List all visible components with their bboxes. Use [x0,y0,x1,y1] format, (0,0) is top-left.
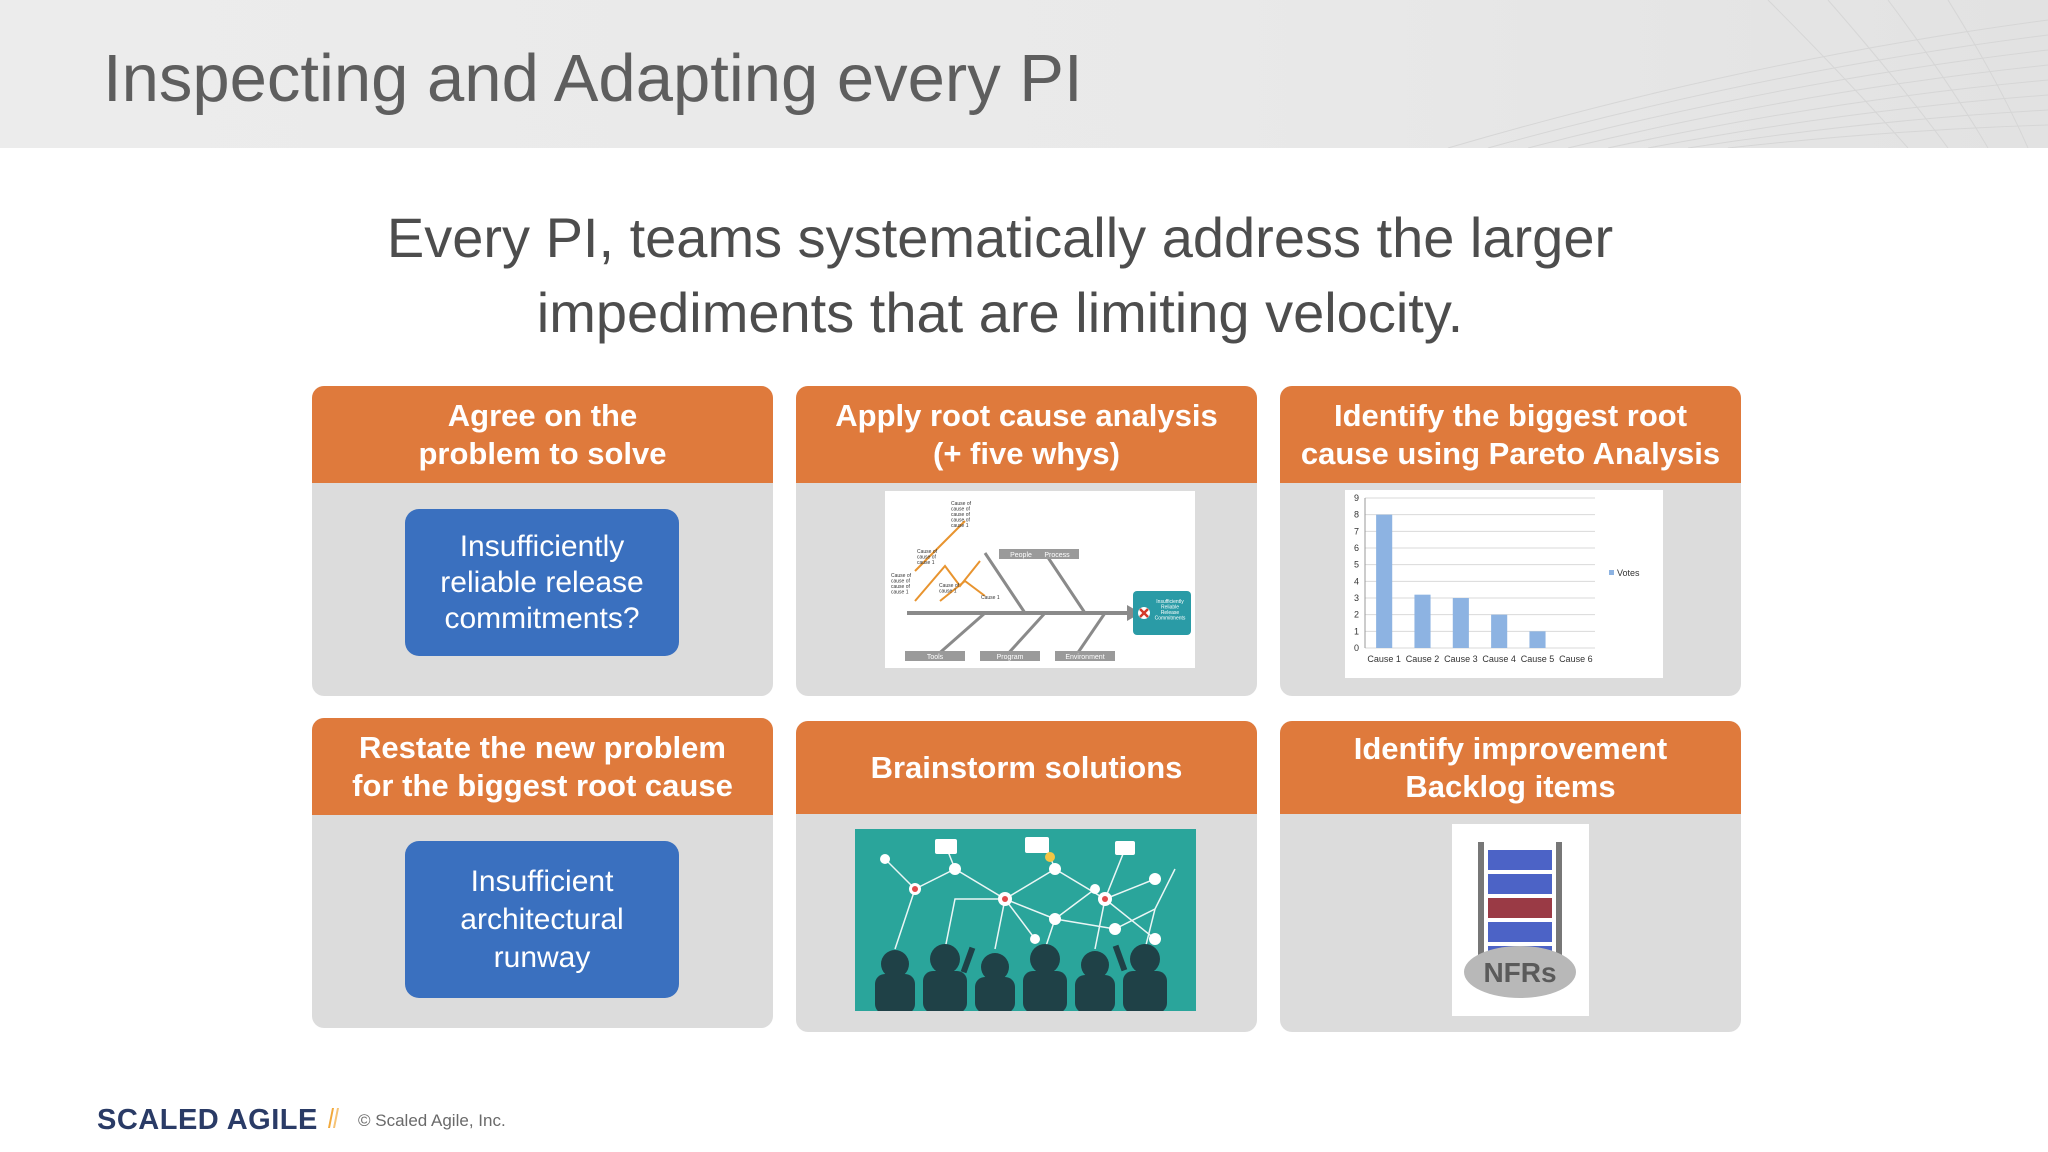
fishbone-cause-label: Cause 1 [981,595,1000,601]
fishbone-diagram: People Process Tools Program Environment… [885,491,1195,668]
y-tick-label: 0 [1354,643,1359,653]
y-tick-label: 2 [1354,610,1359,620]
bar [1376,515,1392,648]
nfr-label: NFRs [1483,957,1556,988]
step-card-heading: Identify the biggest root cause using Pa… [1280,386,1741,483]
fishbone-category-environment: Environment [1065,654,1104,661]
step-card-heading: Restate the new problem for the biggest … [312,718,773,815]
scaled-agile-logo: SCALED AGILE [97,1104,318,1137]
y-tick-label: 8 [1354,510,1359,520]
copyright-text: © Scaled Agile, Inc. [358,1111,506,1131]
step-card-pareto: Identify the biggest root cause using Pa… [1280,386,1741,696]
y-tick-label: 1 [1354,626,1359,636]
step-card-heading: Agree on the problem to solve [312,386,773,483]
step-card-improvement-backlog: Identify improvement Backlog items NFRs [1280,721,1741,1032]
fishbone-category-process: Process [1044,552,1070,559]
step-card-restate-problem: Restate the new problem for the biggest … [312,718,773,1028]
bar [1453,598,1469,648]
y-tick-label: 4 [1354,576,1359,586]
step-card-heading: Brainstorm solutions [796,721,1257,814]
x-tick-label: Cause 5 [1521,654,1555,664]
y-tick-label: 5 [1354,560,1359,570]
fishbone-category-tools: Tools [927,654,944,661]
problem-statement-box: Insufficiently reliable release commitme… [405,509,679,656]
step-card-heading: Identify improvement Backlog items [1280,721,1741,814]
step-card-root-cause: Apply root cause analysis (+ five whys) [796,386,1257,696]
x-mark-icon [1138,607,1150,619]
step-card-body: Insufficient architectural runway [312,815,773,1028]
restated-problem-box: Insufficient architectural runway [405,841,679,998]
bar [1414,595,1430,648]
step-card-brainstorm: Brainstorm solutions [796,721,1257,1032]
step-card-body: People Process Tools Program Environment… [796,483,1257,696]
step-card-heading: Apply root cause analysis (+ five whys) [796,386,1257,483]
nfr-backlog-illustration: NFRs [1452,824,1589,1016]
legend-swatch [1609,570,1614,575]
x-tick-label: Cause 1 [1367,654,1401,664]
x-tick-label: Cause 6 [1559,654,1593,664]
slide-subtitle: Every PI, teams systematically address t… [300,200,1700,350]
fishbone-category-program: Program [997,654,1024,661]
brainstorm-illustration [855,829,1196,1011]
y-tick-label: 7 [1354,526,1359,536]
fishbone-category-people: People [1010,552,1032,559]
x-tick-label: Cause 2 [1406,654,1440,664]
x-tick-label: Cause 4 [1482,654,1516,664]
logo-mark-icon [326,1106,340,1130]
y-tick-label: 3 [1354,593,1359,603]
bar [1491,615,1507,648]
legend-label: Votes [1617,568,1640,578]
step-card-body [796,814,1257,1032]
y-tick-label: 6 [1354,543,1359,553]
step-card-body: Insufficiently reliable release commitme… [312,483,773,696]
step-card-agree-problem: Agree on the problem to solve Insufficie… [312,386,773,696]
slide-title: Inspecting and Adapting every PI [103,40,1083,117]
x-tick-label: Cause 3 [1444,654,1478,664]
y-tick-label: 9 [1354,493,1359,503]
decorative-wave [1148,0,2048,148]
bar [1529,631,1545,648]
step-card-body: NFRs [1280,814,1741,1032]
